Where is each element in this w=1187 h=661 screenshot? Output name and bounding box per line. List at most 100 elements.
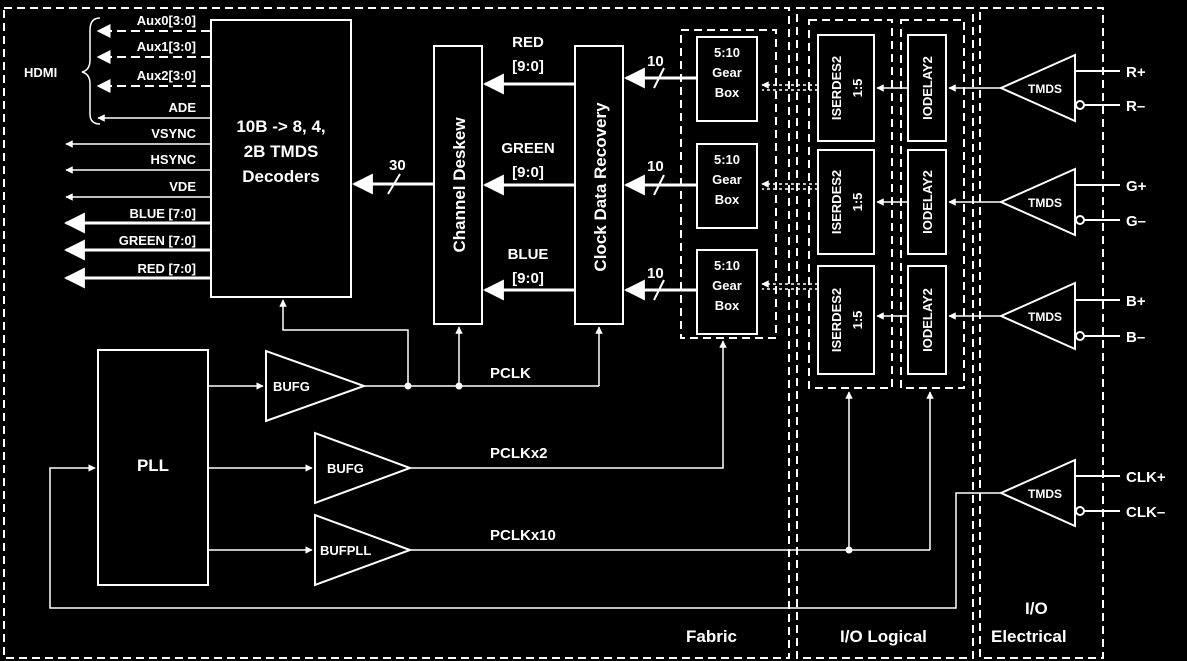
tmds-label-red: TMDS	[1028, 82, 1062, 96]
decoder-block	[210, 19, 352, 298]
pll-label: PLL	[137, 456, 169, 475]
iserdes-blue: ISERDES2 1:5	[817, 265, 875, 375]
pin-g-plus: G+	[1126, 178, 1147, 195]
pin-r-plus: R+	[1126, 64, 1146, 81]
blue-bits: [9:0]	[512, 270, 544, 287]
pclkx10-junction	[845, 546, 853, 554]
bufpll	[314, 513, 413, 587]
gearbox-green: 5:10 Gear Box	[696, 143, 758, 229]
pin-clk-minus: CLK–	[1126, 504, 1165, 521]
bus-10-label-blue: 10	[647, 265, 664, 282]
output-label-red: RED [7:0]	[137, 261, 196, 276]
pclk-net	[279, 299, 603, 387]
tmds-green	[998, 167, 1120, 237]
bus-30-label: 30	[389, 157, 406, 174]
tmds-blue	[998, 281, 1120, 351]
svg-text:Gear: Gear	[712, 65, 742, 80]
iserdes-green: ISERDES2 1:5	[817, 149, 875, 255]
green-bits: [9:0]	[512, 164, 544, 181]
tmds-label-green: TMDS	[1028, 196, 1062, 210]
pin-r-minus: R–	[1126, 98, 1145, 115]
svg-text:Box: Box	[715, 298, 740, 313]
decoder-label-2: 2B TMDS	[244, 142, 319, 161]
hdmi-label: HDMI	[24, 65, 57, 80]
iodelay-green: IODELAY2	[907, 149, 947, 255]
pclkx2-net	[410, 340, 727, 469]
output-label-ade: ADE	[169, 100, 197, 115]
tmds-red	[998, 53, 1120, 123]
svg-text:1:5: 1:5	[850, 311, 865, 330]
iodelay-group	[900, 19, 965, 389]
output-label-vde: VDE	[169, 179, 196, 194]
hdmi-brace	[81, 17, 101, 125]
svg-text:IODELAY2: IODELAY2	[920, 170, 935, 234]
bufpll-label: BUFPLL	[320, 543, 371, 558]
pin-g-minus: G–	[1126, 213, 1146, 230]
pclk-label: PCLK	[490, 365, 531, 382]
iodelay-blue: IODELAY2	[907, 265, 947, 375]
output-label-blue: BLUE [7:0]	[130, 206, 196, 221]
bufg-pclk	[265, 349, 367, 423]
bus-10-label-green: 10	[647, 158, 664, 175]
decoder-label-3: Decoders	[242, 167, 319, 186]
pclkx2-label: PCLKx2	[490, 445, 548, 462]
bus-30-slash	[387, 173, 401, 195]
iserdes-red: ISERDES2 1:5	[817, 34, 875, 142]
svg-text:Box: Box	[715, 85, 740, 100]
green-label: GREEN	[501, 140, 554, 157]
clock-data-recovery-label: Clock Data Recovery	[591, 102, 610, 272]
svg-text:1:5: 1:5	[850, 193, 865, 212]
gearbox-red: 5:10 Gear Box	[696, 36, 758, 122]
svg-text:Gear: Gear	[712, 172, 742, 187]
output-label-hsync: HSYNC	[150, 152, 196, 167]
pin-b-minus: B–	[1126, 329, 1145, 346]
io-electrical-label-2: Electrical	[991, 627, 1067, 646]
svg-text:Gear: Gear	[712, 278, 742, 293]
output-label-aux1: Aux1[3:0]	[137, 39, 196, 54]
channel-deskew-block	[433, 45, 483, 325]
iodelay-red: IODELAY2	[907, 34, 947, 142]
tmds-label-clk: TMDS	[1028, 487, 1062, 501]
bus-10-label-red: 10	[647, 53, 664, 70]
bufg-pclkx2-label: BUFG	[327, 461, 364, 476]
svg-text:5:10: 5:10	[714, 45, 740, 60]
red-label: RED	[512, 34, 544, 51]
output-label-vsync: VSYNC	[151, 126, 196, 141]
pclk-junction-1	[404, 382, 412, 390]
pin-b-plus: B+	[1126, 293, 1146, 310]
gearbox-blue: 5:10 Gear Box	[696, 249, 758, 335]
pclkx10-net	[410, 391, 934, 551]
bufg-pclkx2	[314, 431, 413, 505]
bufg-pclk-label: BUFG	[273, 379, 310, 394]
io-logical-label: I/O Logical	[840, 627, 927, 646]
output-signals	[63, 24, 210, 289]
fabric-label: Fabric	[686, 627, 737, 646]
tmds-clk	[998, 458, 1120, 528]
output-label-aux0: Aux0[3:0]	[137, 13, 196, 28]
output-label-green: GREEN [7:0]	[119, 233, 196, 248]
bus-10-slash-green	[653, 174, 665, 196]
fabric-region	[3, 7, 790, 659]
iserdes-group	[808, 19, 893, 389]
bus-10-slash-blue	[653, 279, 665, 301]
svg-text:ISERDES2: ISERDES2	[829, 170, 844, 234]
io-logical-region	[796, 7, 974, 659]
pclk-junction-2	[455, 382, 463, 390]
output-label-aux2: Aux2[3:0]	[137, 68, 196, 83]
svg-text:IODELAY2: IODELAY2	[920, 288, 935, 352]
svg-text:ISERDES2: ISERDES2	[829, 56, 844, 120]
tmds-label-blue: TMDS	[1028, 310, 1062, 324]
svg-text:1:5: 1:5	[850, 79, 865, 98]
clk-feedback-net	[49, 464, 1001, 609]
svg-text:5:10: 5:10	[714, 258, 740, 273]
svg-text:IODELAY2: IODELAY2	[920, 56, 935, 120]
io-electrical-label-1: I/O	[1025, 599, 1048, 618]
svg-text:ISERDES2: ISERDES2	[829, 288, 844, 352]
red-bits: [9:0]	[512, 58, 544, 75]
svg-text:Box: Box	[715, 192, 740, 207]
bus-10-slash-red	[653, 67, 665, 89]
io-electrical-region	[979, 7, 1104, 659]
channel-deskew-label: Channel Deskew	[450, 117, 469, 253]
svg-text:5:10: 5:10	[714, 152, 740, 167]
